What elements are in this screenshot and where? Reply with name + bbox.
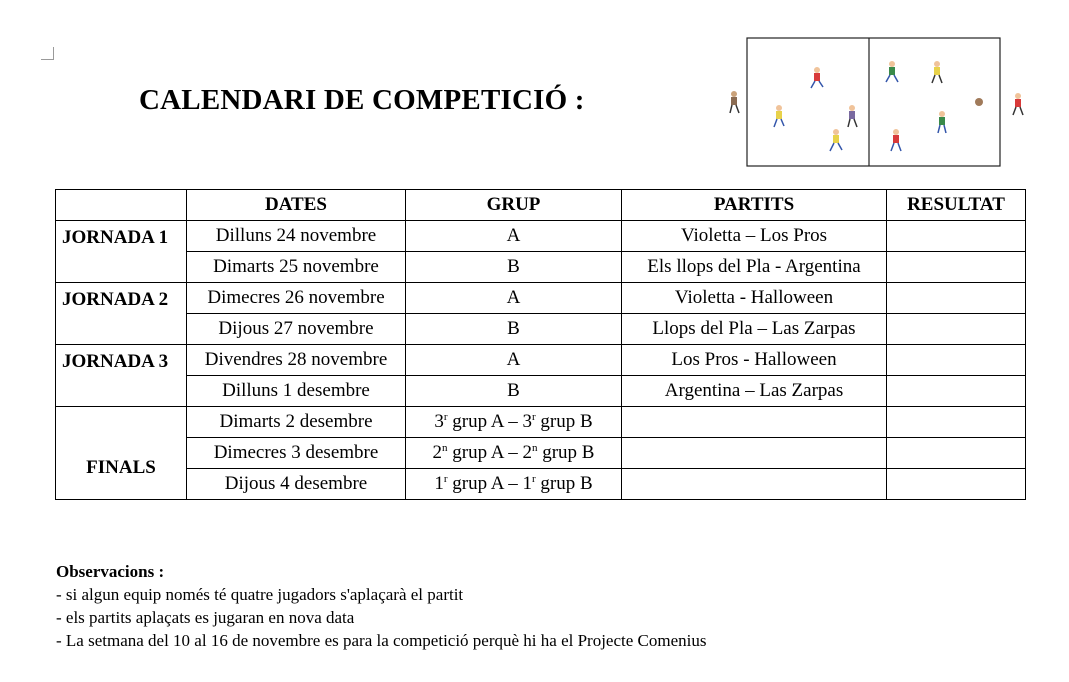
- table-row: Dimarts 25 novembre B Els llops del Pla …: [56, 251, 1026, 283]
- page-corner-mark: [41, 47, 54, 60]
- group-cell: B: [405, 313, 622, 345]
- player-figure-icon: [885, 61, 899, 83]
- player-figure-icon: [890, 129, 902, 152]
- date-cell: Dijous 4 desembre: [186, 468, 406, 500]
- header-partits: PARTITS: [621, 189, 887, 221]
- date-cell: Dimecres 26 novembre: [186, 282, 406, 314]
- date-cell: Dilluns 24 novembre: [186, 220, 406, 252]
- jornada-label: JORNADA 3: [55, 344, 187, 407]
- date-cell: Dimarts 25 novembre: [186, 251, 406, 283]
- result-cell[interactable]: [886, 313, 1026, 345]
- match-cell: Violetta – Los Pros: [621, 220, 887, 252]
- observation-line: - els partits aplaçats es jugaran en nov…: [56, 608, 355, 627]
- result-cell[interactable]: [886, 220, 1026, 252]
- match-cell: [621, 468, 887, 500]
- group-rank-suffix: r: [531, 473, 536, 485]
- match-cell: [621, 406, 887, 438]
- result-cell[interactable]: [886, 437, 1026, 469]
- match-cell: Els llops del Pla - Argentina: [621, 251, 887, 283]
- group-rank: 3: [434, 411, 444, 432]
- player-figure-icon: [729, 91, 740, 114]
- group-text: grup B: [535, 411, 593, 432]
- group-cell: B: [405, 375, 622, 407]
- group-rank-suffix: n: [442, 442, 448, 454]
- group-rank-suffix: r: [443, 473, 448, 485]
- player-figure-icon: [773, 105, 785, 128]
- table-row: JORNADA 3 Divendres 28 novembre A Los Pr…: [55, 344, 1026, 407]
- table-row: JORNADA 2 Dimecres 26 novembre A Violett…: [55, 282, 1026, 345]
- match-cell: [621, 437, 887, 469]
- finals-label: FINALS: [55, 406, 187, 500]
- jornada-label: JORNADA 2: [55, 282, 187, 345]
- table-row: Dijous 4 desembre 1r grup A – 1r grup B: [56, 468, 1026, 500]
- match-cell: Argentina – Las Zarpas: [621, 375, 887, 407]
- table-row: Dimecres 3 desembre 2n grup A – 2n grup …: [56, 437, 1026, 469]
- player-figure-icon: [810, 67, 824, 89]
- group-cell: A: [405, 220, 622, 252]
- competition-schedule-table: DATES GRUP PARTITS RESULTAT JORNADA 1 Di…: [55, 189, 1026, 500]
- result-cell[interactable]: [886, 375, 1026, 407]
- group-text: grup B: [535, 473, 593, 494]
- group-cell: 3r grup A – 3r grup B: [405, 406, 622, 438]
- group-rank-suffix: n: [531, 442, 538, 454]
- group-cell: B: [405, 251, 622, 283]
- group-rank: 2: [432, 442, 443, 463]
- group-rank: 1: [522, 473, 532, 494]
- match-cell: Llops del Pla – Las Zarpas: [621, 313, 887, 345]
- group-rank: 3: [522, 411, 532, 432]
- table-row: JORNADA 1 Dilluns 24 novembre A Violetta…: [55, 220, 1026, 283]
- playground-pitch-illustration: [722, 34, 1038, 170]
- result-cell[interactable]: [886, 344, 1026, 376]
- group-text: grup A –: [447, 411, 523, 432]
- observation-line: - La setmana del 10 al 16 de novembre es…: [56, 631, 707, 650]
- player-figure-icon: [829, 129, 843, 152]
- group-text: grup B: [537, 442, 595, 463]
- table-row: Dijous 27 novembre B Llops del Pla – Las…: [56, 313, 1026, 345]
- group-rank-suffix: r: [443, 411, 448, 423]
- group-rank: 2: [522, 442, 532, 463]
- header-dates: DATES: [186, 189, 406, 221]
- date-cell: Dilluns 1 desembre: [186, 375, 406, 407]
- result-cell[interactable]: [886, 406, 1026, 438]
- result-cell[interactable]: [886, 282, 1026, 314]
- player-figure-icon: [847, 105, 858, 128]
- jornada-label: JORNADA 1: [55, 220, 187, 283]
- group-cell: A: [405, 344, 622, 376]
- observation-line: - si algun equip només té quatre jugador…: [56, 585, 464, 604]
- header-resultat: RESULTAT: [886, 189, 1026, 221]
- player-figure-icon: [931, 61, 943, 84]
- header-grup: GRUP: [405, 189, 622, 221]
- player-figure-icon: [937, 111, 947, 134]
- page-title: CALENDARI DE COMPETICIÓ :: [139, 84, 585, 116]
- player-figure-icon: [1012, 93, 1024, 116]
- date-cell: Dimarts 2 desembre: [186, 406, 406, 438]
- group-cell: 1r grup A – 1r grup B: [405, 468, 622, 500]
- date-cell: Divendres 28 novembre: [186, 344, 406, 376]
- group-rank-suffix: r: [531, 411, 536, 423]
- header-empty: [55, 189, 187, 221]
- table-row: Dilluns 1 desembre B Argentina – Las Zar…: [56, 375, 1026, 407]
- match-cell: Violetta - Halloween: [621, 282, 887, 314]
- result-cell[interactable]: [886, 468, 1026, 500]
- group-rank: 1: [434, 473, 444, 494]
- group-text: grup A –: [447, 473, 523, 494]
- date-cell: Dimecres 3 desembre: [186, 437, 406, 469]
- group-cell: 2n grup A – 2n grup B: [405, 437, 622, 469]
- match-cell: Los Pros - Halloween: [621, 344, 887, 376]
- ball-icon: [975, 98, 983, 106]
- group-text: grup A –: [447, 442, 523, 463]
- result-cell[interactable]: [886, 251, 1026, 283]
- group-cell: A: [405, 282, 622, 314]
- date-cell: Dijous 27 novembre: [186, 313, 406, 345]
- observations-section: Observacions : - si algun equip només té…: [56, 560, 707, 652]
- table-row: FINALS Dimarts 2 desembre 3r grup A – 3r…: [55, 406, 1026, 500]
- table-header-row: DATES GRUP PARTITS RESULTAT: [55, 189, 1026, 221]
- observations-heading: Observacions :: [56, 562, 165, 581]
